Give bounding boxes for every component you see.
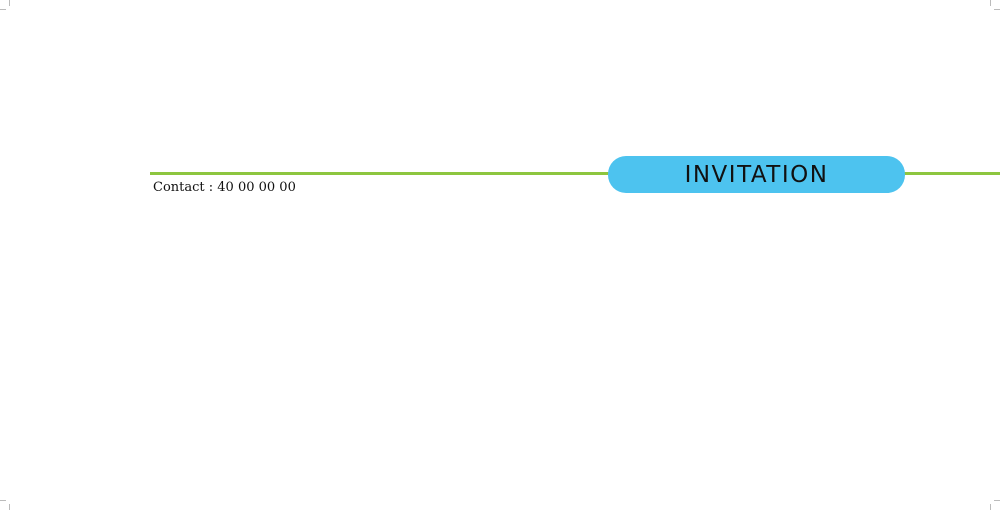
crop-mark <box>9 504 10 510</box>
crop-mark <box>994 9 1000 10</box>
crop-mark <box>0 9 6 10</box>
crop-mark <box>990 504 991 510</box>
crop-mark <box>994 500 1000 501</box>
invitation-title: INVITATION <box>684 161 829 188</box>
contact-text: Contact : 40 00 00 00 <box>153 180 296 195</box>
crop-mark <box>990 0 991 6</box>
crop-mark <box>0 500 6 501</box>
invitation-banner: INVITATION <box>608 156 905 193</box>
crop-mark <box>9 0 10 6</box>
green-divider-line <box>150 172 1000 175</box>
